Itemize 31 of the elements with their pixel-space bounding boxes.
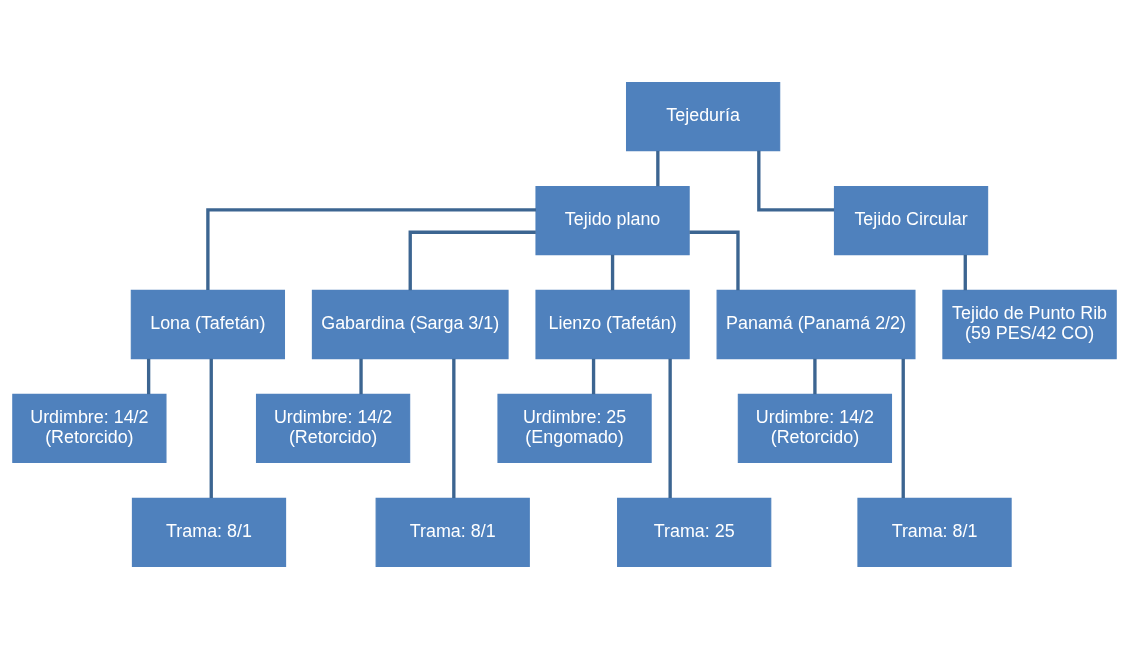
node-box: Trama: 8/1 <box>131 497 287 567</box>
connector <box>359 358 363 394</box>
connector <box>813 358 817 394</box>
connector <box>689 230 740 290</box>
node-box: Trama: 8/1 <box>857 497 1012 567</box>
node-box: Urdimbre: 14/2 (Retorcido) <box>255 393 411 463</box>
connector <box>963 254 967 290</box>
node-box: Urdimbre: 14/2 (Retorcido) <box>12 393 167 463</box>
node-box: Tejido Circular <box>833 185 989 255</box>
node-box: Lienzo (Tafetán) <box>535 289 690 359</box>
node-box: Gabardina (Sarga 3/1) <box>311 289 509 359</box>
connector <box>452 358 456 498</box>
connector <box>901 358 905 498</box>
node-box: Tejido de Punto Rib (59 PES/42 CO) <box>942 289 1117 359</box>
connector <box>408 230 536 290</box>
node-box: Urdimbre: 25 (Engomado) <box>497 393 652 463</box>
node-box: Urdimbre: 14/2 (Retorcido) <box>737 393 893 463</box>
connector <box>610 254 615 290</box>
node-box: Tejido plano <box>535 185 690 255</box>
node-box: Lona (Tafetán) <box>130 289 285 359</box>
node-box: Trama: 8/1 <box>375 497 530 567</box>
node-box: Panamá (Panamá 2/2) <box>716 289 916 359</box>
connector <box>206 207 536 290</box>
node-box: Tejeduría <box>626 81 781 151</box>
node-box: Trama: 25 <box>617 497 772 567</box>
connector <box>656 150 660 186</box>
connector <box>668 358 672 498</box>
connector <box>757 150 835 212</box>
connector <box>209 358 213 498</box>
connector <box>591 358 596 394</box>
connector <box>146 358 151 394</box>
